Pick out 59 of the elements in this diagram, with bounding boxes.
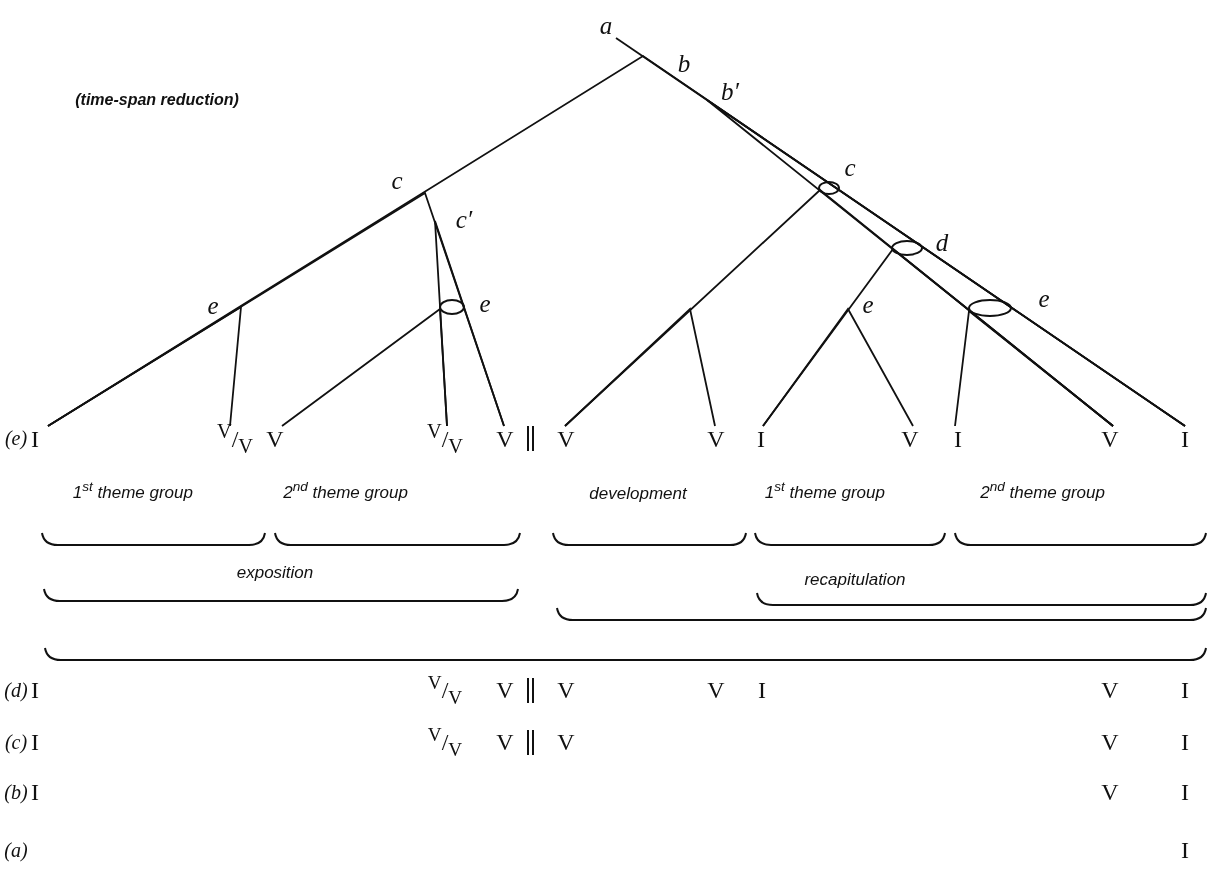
section-label: development xyxy=(589,484,687,504)
chord-symbol: V xyxy=(707,676,725,704)
chord-symbol: I xyxy=(1170,426,1200,452)
chord-symbol: V xyxy=(260,426,290,452)
branch-letter: b xyxy=(677,50,691,78)
level-label: (d) xyxy=(4,679,28,701)
chord-symbol: I xyxy=(1181,778,1189,806)
level-label: (b) xyxy=(4,781,28,803)
branch-letter: c′ xyxy=(455,206,473,234)
chord-symbol: V xyxy=(496,728,514,756)
section-label: 2$^{nd}$ theme group xyxy=(979,484,1105,503)
branch-letter: e xyxy=(1038,285,1050,313)
branch-letter: e xyxy=(479,290,491,318)
reduction-note: (time-span reduction) xyxy=(75,91,239,109)
chord-symbol: V xyxy=(496,676,514,704)
chord-symbol: I xyxy=(943,426,973,452)
tree-branch xyxy=(762,307,914,427)
chord-symbol: I xyxy=(31,728,39,756)
branch-letter: c xyxy=(391,167,403,195)
chord-symbol: I xyxy=(31,676,39,704)
chord-symbol: I xyxy=(31,778,39,806)
tree-branch xyxy=(47,305,243,427)
chord-symbol: V xyxy=(551,426,581,452)
chord-symbol: I xyxy=(1181,676,1189,704)
section-label: exposition xyxy=(236,563,314,583)
chord-symbol: I xyxy=(1181,728,1189,756)
branch-letter: a xyxy=(596,12,616,38)
chord-symbol: $^{V}$/$_{V}$ xyxy=(427,676,463,704)
level-label: (c) xyxy=(4,731,28,753)
level-label: (a) xyxy=(4,839,28,861)
section-label: recapitulation xyxy=(804,570,906,590)
section-label: 1$^{st}$ theme group xyxy=(763,484,885,503)
chord-symbol: I xyxy=(746,426,776,452)
chord-symbol: V xyxy=(1101,778,1119,806)
chord-symbol: V xyxy=(1101,728,1119,756)
chord-symbol: V xyxy=(895,426,925,452)
section-label: 2$^{nd}$ theme group xyxy=(283,484,408,503)
chord-symbol: $^{V}$/$_{V}$ xyxy=(427,728,463,756)
branch-letter: c xyxy=(844,154,856,182)
chord-symbol: I xyxy=(758,676,766,704)
tree-branch xyxy=(564,307,716,427)
tree-branch xyxy=(281,307,448,427)
chord-symbol: V xyxy=(1095,426,1125,452)
chord-symbol: V xyxy=(1101,676,1119,704)
chord-symbol: V xyxy=(557,676,575,704)
branch-letter: b′ xyxy=(721,78,739,106)
branch-letter: e xyxy=(207,292,219,320)
chord-symbol: $^{V}$/$_{V}$ xyxy=(421,426,469,452)
chord-symbol: $^{V}$/$_{V}$ xyxy=(211,426,259,452)
chord-symbol: V xyxy=(557,728,575,756)
branch-letter: d xyxy=(935,229,949,257)
chord-symbol: I xyxy=(1181,836,1189,864)
tree-branch xyxy=(47,191,505,427)
branch-letter: e xyxy=(862,291,874,319)
tree-branch xyxy=(615,37,1186,427)
section-label: 1$^{st}$ theme group xyxy=(71,484,193,503)
level-label: (e) xyxy=(4,427,28,449)
chord-symbol: V xyxy=(701,426,731,452)
chord-symbol: V xyxy=(490,426,520,452)
